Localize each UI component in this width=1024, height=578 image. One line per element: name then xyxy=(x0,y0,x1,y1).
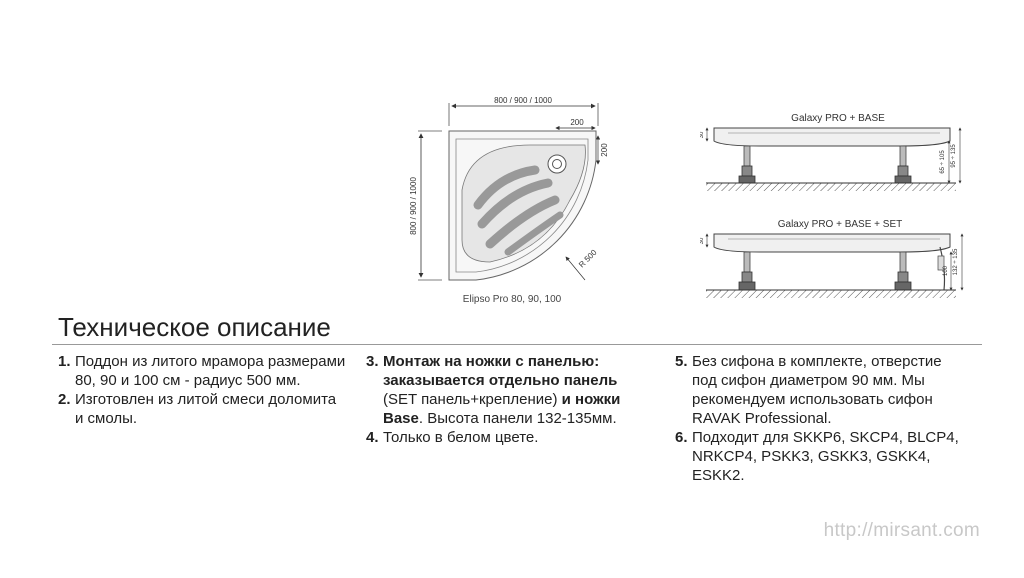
watermark-url: http://mirsant.com xyxy=(823,520,980,541)
side-base-title: Galaxy PRO + BASE xyxy=(791,113,885,124)
spec-item-number: 2. xyxy=(58,391,71,408)
spec-column-2: 3.Монтаж на ножки с панелью: заказываетс… xyxy=(366,352,634,447)
spec-item: 4.Только в белом цвете. xyxy=(366,428,634,447)
spec-list-3: 5.Без сифона в комплекте, отверстие под … xyxy=(675,352,965,485)
side-set-title: Galaxy PRO + BASE + SET xyxy=(778,219,903,230)
spec-column-1: 1.Поддон из литого мрамора размерами 80,… xyxy=(58,352,348,428)
spec-item-number: 5. xyxy=(675,353,688,370)
spec-item-text: Монтаж на ножки с панелью: заказывается … xyxy=(383,353,618,389)
spec-item: 2.Изготовлен из литой смеси доломита и с… xyxy=(58,390,348,428)
siphon-x-dimension: 200 xyxy=(570,118,584,127)
spec-item: 1.Поддон из литого мрамора размерами 80,… xyxy=(58,352,348,390)
spec-item-text: Изготовлен из литой смеси доломита и смо… xyxy=(75,391,337,427)
drain-icon xyxy=(547,154,567,174)
radius-dimension: R 500 xyxy=(577,248,599,270)
spec-item-text: и ножки Base xyxy=(383,391,621,427)
spec-item-number: 3. xyxy=(366,353,379,370)
side-base-leg-dimension: 65 ÷ 105 xyxy=(940,150,946,174)
section-title: Техническое описание xyxy=(58,312,331,342)
side-set-leg-dimension: 100 xyxy=(943,265,949,276)
spec-item-number: 4. xyxy=(366,429,379,446)
spec-item-text: Только в белом цвете. xyxy=(383,429,539,446)
spec-item-text: . Высота панели 132-135мм. xyxy=(418,410,617,427)
spec-item-text: (SET панель+крепление) xyxy=(383,391,562,408)
side-view-base-drawing: Galaxy PRO + BASE 30 65 ÷ 105 95 ÷ 135 xyxy=(700,113,962,191)
spec-item: 6.Подходит для SKKP6, SKCP4, BLCP4, NRKC… xyxy=(675,428,965,485)
spec-item-number: 1. xyxy=(58,353,71,370)
side-set-thickness: 30 xyxy=(700,237,705,244)
side-set-total-dimension: 132 ÷ 135 xyxy=(953,248,959,275)
plan-caption: Elipso Pro 80, 90, 100 xyxy=(463,294,562,305)
spec-item-text: Без сифона в комплекте, отверстие под си… xyxy=(692,353,942,427)
spec-list-2: 3.Монтаж на ножки с панелью: заказываетс… xyxy=(366,352,634,447)
plan-width-dimension: 800 / 900 / 1000 xyxy=(494,96,552,105)
plan-height-dimension: 800 / 900 / 1000 xyxy=(409,177,418,235)
side-base-total-dimension: 95 ÷ 135 xyxy=(951,144,957,168)
side-base-thickness: 30 xyxy=(700,131,705,138)
spec-item: 5.Без сифона в комплекте, отверстие под … xyxy=(675,352,965,428)
siphon-y-dimension: 200 xyxy=(600,143,609,157)
tray-plan-drawing: 800 / 900 / 1000 800 / 900 / 1000 200 20… xyxy=(409,96,609,305)
spec-item-text: Подходит для SKKP6, SKCP4, BLCP4, NRKCP4… xyxy=(692,429,959,484)
spec-item: 3.Монтаж на ножки с панелью: заказываетс… xyxy=(366,352,634,428)
spec-item-text: Поддон из литого мрамора размерами 80, 9… xyxy=(75,353,346,389)
spec-item-number: 6. xyxy=(675,429,688,446)
side-view-set-drawing: Galaxy PRO + BASE + SET 30 100 132 ÷ 135 xyxy=(700,219,964,298)
spec-list-1: 1.Поддон из литого мрамора размерами 80,… xyxy=(58,352,348,428)
section-divider xyxy=(52,344,982,345)
spec-column-3: 5.Без сифона в комплекте, отверстие под … xyxy=(675,352,965,485)
